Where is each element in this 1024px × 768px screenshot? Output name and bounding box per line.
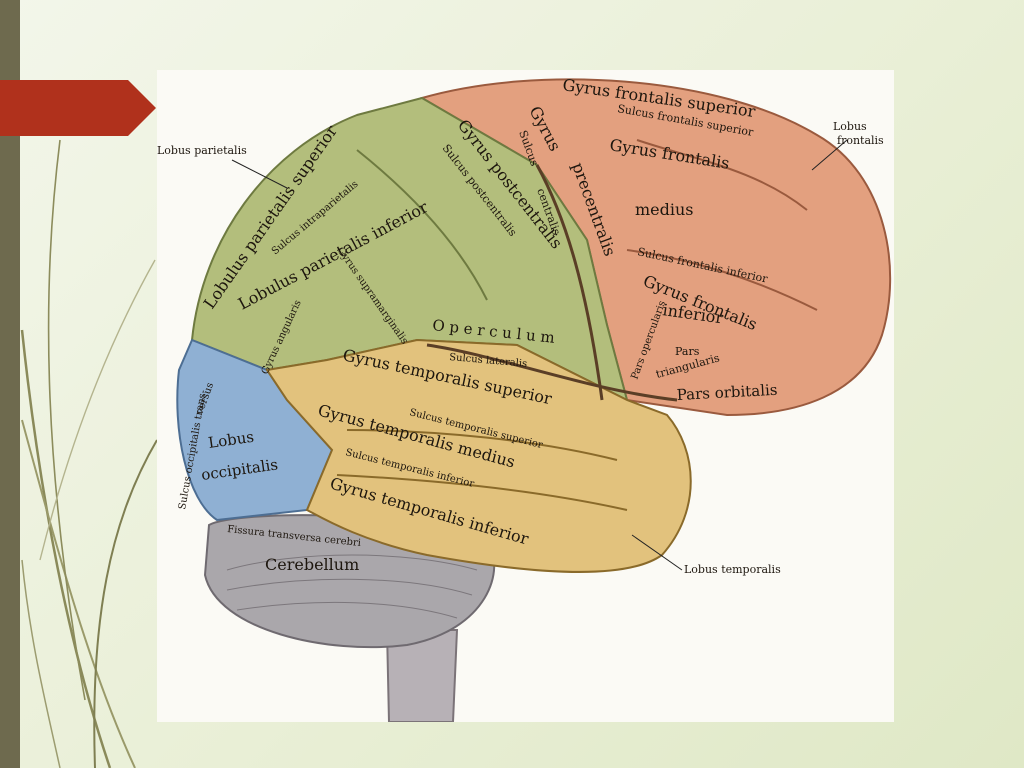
label-pars-triangularis: Pars bbox=[675, 345, 700, 358]
label-lobus-parietalis: Lobus parietalis bbox=[157, 144, 247, 157]
label-cerebellum: Cerebellum bbox=[265, 555, 359, 574]
brain-illustration: Lobus parietalis Lobus frontalis Lobus t… bbox=[157, 75, 892, 722]
red-arrow-bullet bbox=[0, 80, 156, 136]
label-medius: medius bbox=[635, 200, 694, 219]
brain-diagram: Lobus parietalis Lobus frontalis Lobus t… bbox=[157, 70, 894, 722]
label-lobus-frontalis-2: frontalis bbox=[837, 134, 884, 147]
frontal-lobe bbox=[419, 78, 892, 417]
decorative-lines bbox=[20, 139, 158, 768]
left-accent-bar bbox=[0, 0, 20, 768]
label-lobus-frontalis: Lobus bbox=[833, 120, 867, 133]
temporal-lobe bbox=[265, 338, 692, 573]
label-pars-orbitalis: Pars orbitalis bbox=[676, 381, 778, 404]
label-lobus-temporalis: Lobus temporalis bbox=[684, 563, 781, 576]
